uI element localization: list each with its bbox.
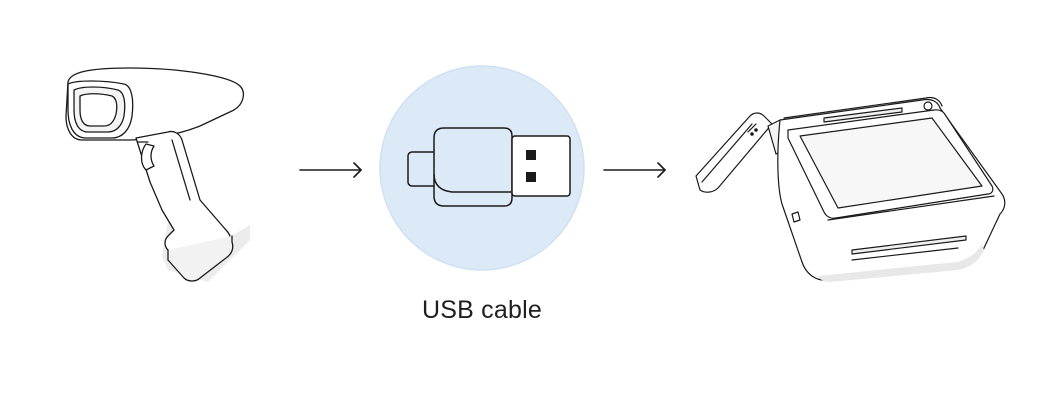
usb-connector-icon [379, 65, 585, 271]
arrow-right-icon [602, 160, 672, 180]
arrow-right-icon [298, 160, 368, 180]
usb-cable-caption: USB cable [422, 296, 542, 324]
barcode-scanner-icon [65, 67, 250, 282]
pos-terminal-icon [695, 96, 1006, 282]
usb-cable [378, 64, 586, 272]
pos-terminal [688, 90, 1018, 290]
barcode-scanner [50, 60, 260, 290]
